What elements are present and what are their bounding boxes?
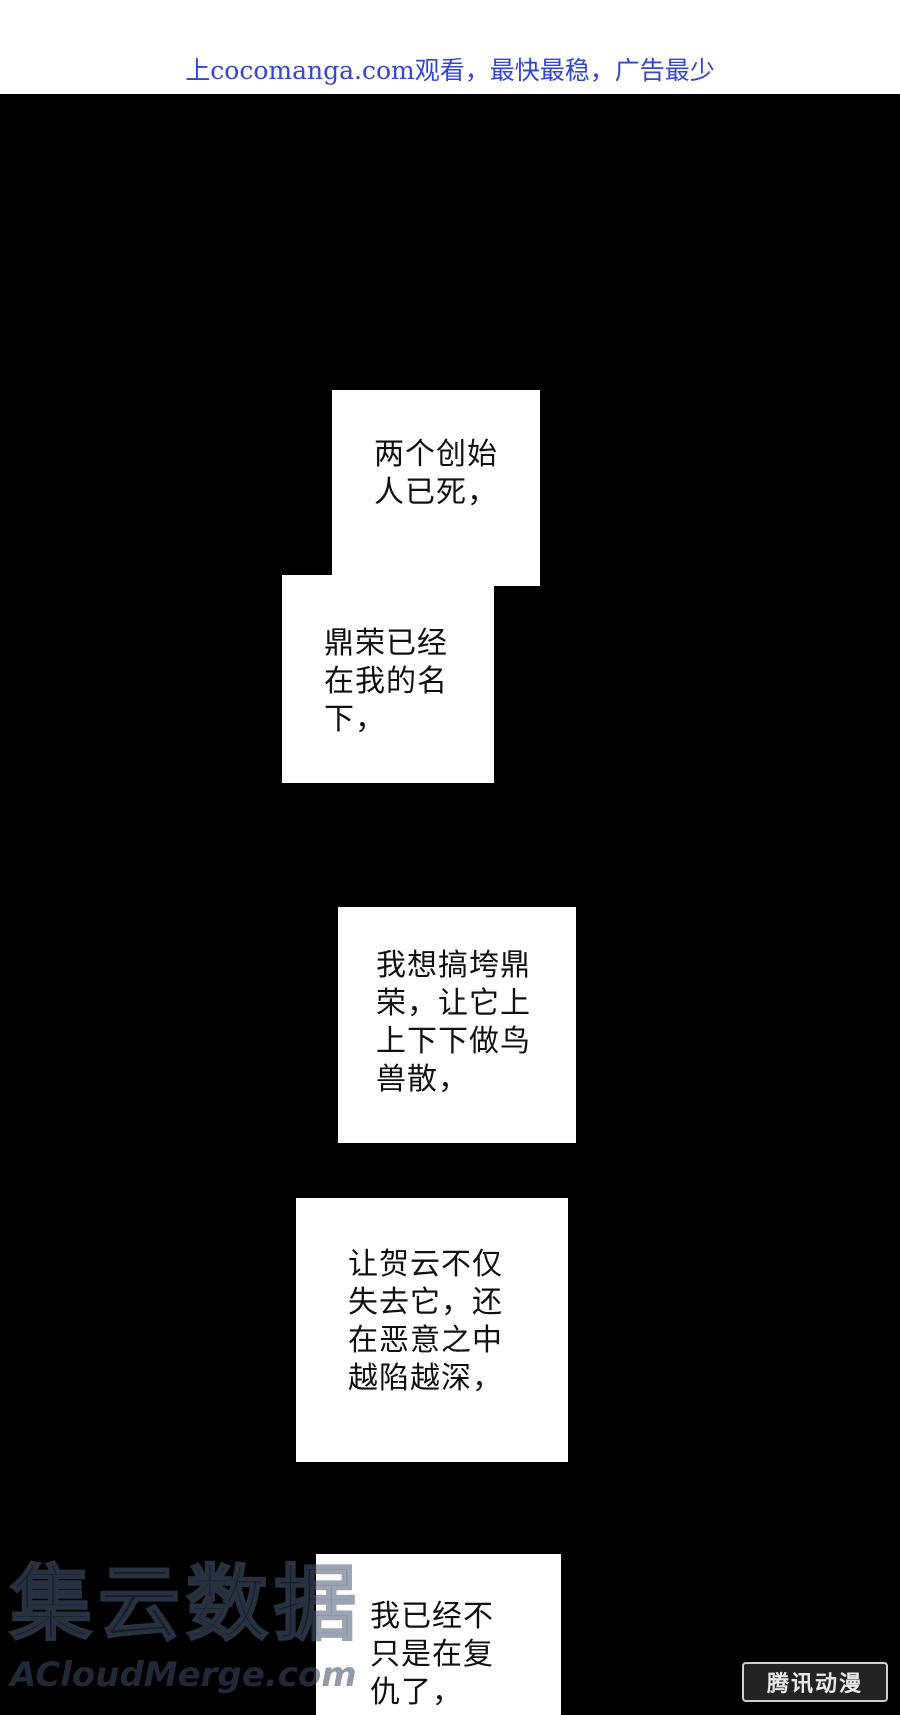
top-banner: 上cocomanga.com观看，最快最稳，广告最少: [0, 0, 900, 94]
watermark-cn-text: 集云数据: [9, 1556, 363, 1653]
caption-text-5: 我已经不 只是在复 仇了，: [370, 1599, 494, 1710]
caption-text-2: 鼎荣已经 在我的名 下，: [324, 626, 448, 737]
banner-ad-text[interactable]: 上cocomanga.com观看，最快最稳，广告最少: [185, 56, 715, 85]
caption-text-3: 我想搞垮鼎 荣，让它上 上下下做鸟 兽散，: [376, 948, 531, 1097]
caption-box-5: 我已经不 只是在复 仇了，: [316, 1554, 561, 1715]
site-watermark: 集云数据 ACloudMerge.com: [4, 1555, 404, 1705]
publisher-logo: 腾讯动漫: [742, 1662, 888, 1702]
caption-box-3: 我想搞垮鼎 荣，让它上 上下下做鸟 兽散，: [338, 907, 576, 1143]
caption-text-1: 两个创始 人已死，: [374, 437, 498, 510]
caption-text-4: 让贺云不仅 失去它，还 在恶意之中 越陷越深，: [348, 1247, 503, 1396]
caption-box-1: 两个创始 人已死，: [332, 390, 540, 586]
comic-panel: 两个创始 人已死， 鼎荣已经 在我的名 下， 我想搞垮鼎 荣，让它上 上下下做鸟…: [0, 94, 900, 1715]
caption-box-2: 鼎荣已经 在我的名 下，: [282, 575, 494, 783]
publisher-logo-text: 腾讯动漫: [766, 1672, 863, 1697]
watermark-en-text: ACloudMerge.com: [10, 1655, 357, 1695]
caption-box-4: 让贺云不仅 失去它，还 在恶意之中 越陷越深，: [296, 1198, 568, 1462]
